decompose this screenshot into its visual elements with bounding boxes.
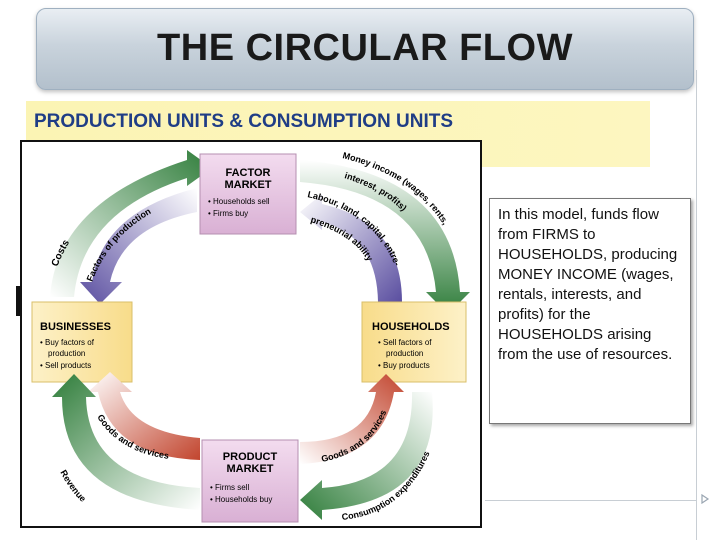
businesses-item1b: production [48,349,85,358]
diagram-svg: FACTOR MARKET • Households sell • Firms … [31,150,470,523]
circular-flow-diagram: FACTOR MARKET • Households sell • Firms … [16,140,482,528]
revenue-arrow [52,374,200,510]
goods-services-left-arrow [88,372,200,460]
factor-market-box: FACTOR MARKET • Households sell • Firms … [199,153,297,235]
labour-arrow [300,194,402,302]
businesses-box: BUSINESSES • Buy factors of production •… [31,301,133,383]
left-marker [16,286,21,316]
factor-market-title1: FACTOR [225,167,270,179]
side-rule [696,70,697,540]
explanation-callout: In this model, funds flow from FIRMS to … [489,198,691,424]
revenue-label: Revenue [58,468,88,504]
product-market-title1: PRODUCT [223,451,278,463]
product-market-item2: • Households buy [210,495,272,504]
slide-title: THE CIRCULAR FLOW [157,27,573,69]
households-item1b: production [386,349,423,358]
footer-rule [485,500,696,501]
goods-services-right-arrow [300,374,404,464]
businesses-title: BUSINESSES [40,321,111,333]
businesses-item2: • Sell products [40,361,91,370]
product-market-box: PRODUCT MARKET • Firms sell • Households… [201,439,299,523]
households-item1: • Sell factors of [378,338,432,347]
costs-arrow [50,150,212,297]
callout-text: In this model, funds flow from FIRMS to … [498,206,678,363]
factor-market-item2: • Firms buy [208,209,248,218]
households-title: HOUSEHOLDS [372,321,450,333]
consumption-arrow [300,392,433,520]
factor-market-item1: • Households sell [208,197,270,206]
factors-arrow [80,188,197,304]
product-market-title2: MARKET [226,463,273,475]
product-market-item1: • Firms sell [210,483,249,492]
factor-market-title2: MARKET [224,179,271,191]
slide-subtitle: PRODUCTION UNITS & CONSUMPTION UNITS [34,111,454,132]
households-item2: • Buy products [378,361,430,370]
title-bar: THE CIRCULAR FLOW [36,8,694,90]
businesses-item1: • Buy factors of [40,338,95,347]
money-income-arrow [300,160,470,314]
slide-number-marker-icon [701,494,710,504]
households-box: HOUSEHOLDS • Sell factors of production … [361,301,467,383]
